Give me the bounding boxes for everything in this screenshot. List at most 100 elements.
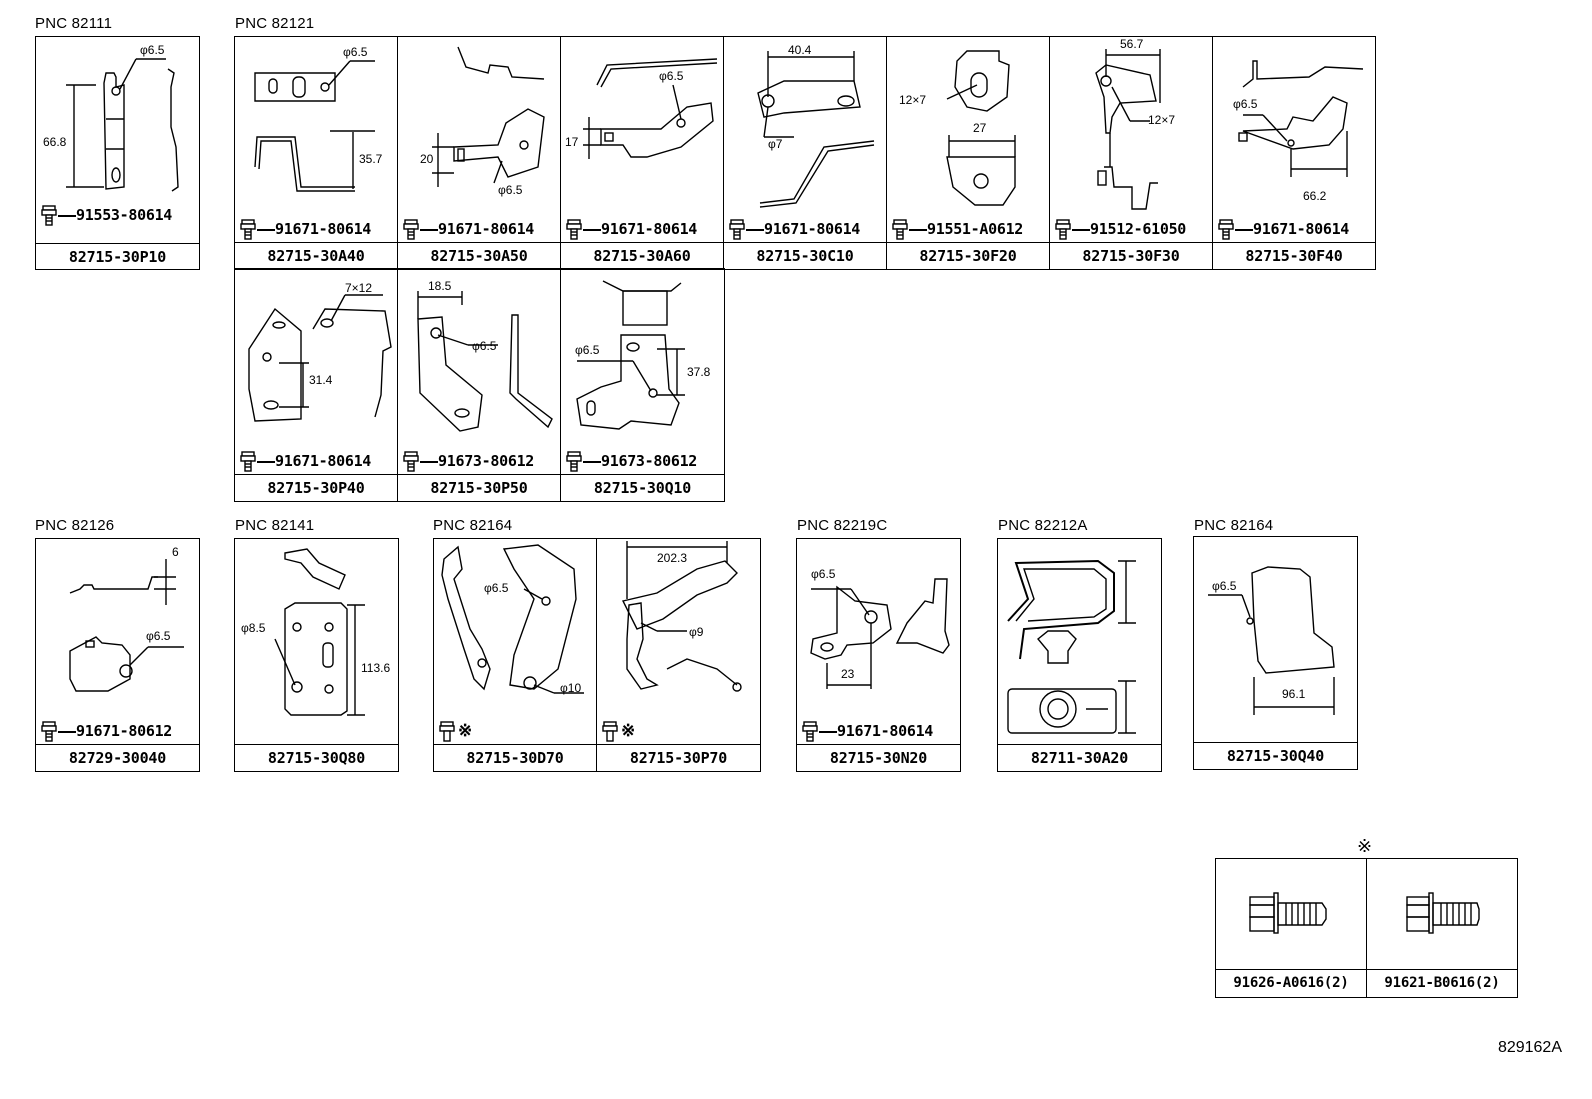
part-cell-82715-30A50[interactable]: 20 φ6.5 91671-80614 82715-30A50 [398,37,561,269]
part-box-82711-30A20[interactable]: 82711-30A20 [997,538,1162,772]
dim-hole: φ6.5 [146,629,171,643]
dim-length: 37.8 [687,365,711,379]
part-box-82715-30Q80[interactable]: φ8.5 113.6 82715-30Q80 [234,538,399,772]
dim-length: 66.8 [43,135,67,149]
part-number[interactable]: 82715-30N20 [797,744,960,772]
dim-width: 17 [565,135,579,149]
dim-hole: φ6.5 [343,45,368,59]
dim-hole: φ6.5 [498,183,523,197]
bolt-part-number: 91671-80614 [764,220,861,238]
legend-part-number[interactable]: 91626-A0616(2) [1216,969,1366,998]
bolt-icon [439,721,455,742]
bracket-drawing [248,294,392,422]
part-cell-82715-30P70[interactable]: 202.3 φ9 ※ 82715-30P70 [597,539,760,771]
dim-hole: φ6.5 [140,43,165,57]
dim-hole: φ6.5 [1233,97,1258,111]
bolt-row: 91551-A0612 [887,219,1049,241]
dim-hole: φ6.5 [659,69,684,83]
bolt-row: 91671-80614 [235,219,397,241]
part-number[interactable]: 82715-30Q40 [1194,742,1357,770]
part-number[interactable]: 82715-30A50 [398,242,560,270]
dim-length: 40.4 [788,43,812,57]
part-number[interactable]: 82715-30P50 [398,474,560,502]
bolt-part-number: 91673-80612 [438,452,535,470]
bolt-icon [1406,892,1480,934]
bracket-drawing [441,544,584,694]
part-number[interactable]: 82715-30F40 [1213,242,1375,270]
part-cell-82715-30F30[interactable]: 56.7 12×7 91512-61050 82715-30F30 [1050,37,1213,269]
part-number[interactable]: 82715-30D70 [434,744,596,772]
pnc-label-82212A: PNC 82212A [998,517,1088,534]
note-mark: ※ [621,721,635,741]
part-cell-82715-30P50[interactable]: 18.5 φ6.5 91673-80612 82715-30P50 [398,269,561,501]
bracket-drawing [810,578,950,689]
dim-hole: φ8.5 [241,621,266,635]
dim-length: 31.4 [309,373,333,387]
note-mark: ※ [458,721,472,741]
bolt-part-number: 91671-80614 [837,722,934,740]
part-cell-82715-30P40[interactable]: 7×12 31.4 91671-80614 82715-30P40 [235,269,398,501]
part-number[interactable]: 82715-30Q10 [561,474,724,502]
part-group-82121-row2: 7×12 31.4 91671-80614 82715-30P40 18.5 φ… [234,268,725,502]
part-cell-82715-30A40[interactable]: φ6.5 35.7 91671-80614 82715-30A40 [235,37,398,269]
part-cell-82715-30F40[interactable]: φ6.5 66.2 91671-80614 82715-30F40 [1213,37,1375,269]
part-number[interactable]: 82715-30P40 [235,474,397,502]
bracket-drawing [576,280,685,430]
part-number[interactable]: 82715-30A60 [561,242,723,270]
dim-hole: φ9 [689,625,704,639]
part-number[interactable]: 82715-30P70 [597,744,760,772]
bracket-drawing [621,541,742,692]
bolt-part-number: 91671-80614 [438,220,535,238]
pnc-label-82121: PNC 82121 [235,15,315,32]
bolt-part-number: 91551-A0612 [927,220,1024,238]
part-number[interactable]: 82711-30A20 [998,744,1161,772]
bolt-part-number: 91671-80614 [601,220,698,238]
bolt-row: 91673-80612 [398,451,560,473]
dim-hole-large: φ10 [560,681,582,695]
dim-hole: φ6.5 [1212,579,1237,593]
part-box-82715-30N20[interactable]: φ6.5 23 91671-80614 82715-30N20 [796,538,961,772]
part-number[interactable]: 82715-30C10 [724,242,886,270]
part-cell-82715-30A60[interactable]: φ6.5 17 91671-80614 82715-30A60 [561,37,724,269]
part-cell-82715-30F20[interactable]: 12×7 27 91551-A0612 82715-30F20 [887,37,1050,269]
bracket-drawing [757,51,875,208]
bolt-icon [1249,892,1327,934]
diagram-id: 829162A [1497,1039,1562,1056]
bolt-row: 91553-80614 [36,205,199,227]
legend-part-number[interactable]: 91621-B0616(2) [1367,969,1517,998]
dim-hole: φ6.5 [811,567,836,581]
dim-length: 66.2 [1303,189,1327,203]
part-cell-82715-30Q10[interactable]: φ6.5 37.8 91673-80612 82715-30Q10 [561,269,724,501]
dim-length: 56.7 [1120,37,1144,51]
dim-width: 27 [973,121,987,135]
part-number[interactable]: 82715-30A40 [235,242,397,270]
part-number[interactable]: 82729-30040 [36,744,199,772]
part-cell-82715-30D70[interactable]: φ6.5 φ10 ※ 82715-30D70 [434,539,597,771]
bolt-part-number: 91671-80614 [275,220,372,238]
dim-width: 18.5 [428,279,452,293]
part-box-82715-30P10[interactable]: φ6.5 66.8 91553-80614 82715-30P10 [35,36,200,270]
pnc-label-82126: PNC 82126 [35,517,115,534]
part-number[interactable]: 82715-30Q80 [235,744,398,772]
part-cell-82715-30C10[interactable]: 40.4 φ7 91671-80614 82715-30C10 [724,37,887,269]
part-box-82715-30Q40[interactable]: φ6.5 96.1 82715-30Q40 [1193,536,1358,770]
bolt-row: 91673-80612 [561,451,724,473]
bolt-part-number: 91553-80614 [76,206,173,224]
part-box-82729-30040[interactable]: 6 φ6.5 91671-80612 82729-30040 [35,538,200,772]
pnc-label-82164-b: PNC 82164 [1194,517,1274,534]
part-number[interactable]: 82715-30P10 [36,243,199,271]
bolt-part-number: 91673-80612 [601,452,698,470]
bolt-part-number: 91671-80612 [76,722,173,740]
legend-item-91626-A0616[interactable]: 91626-A0616(2) [1216,859,1367,997]
bolt-row: ※ [597,721,760,743]
bolt-row: 91671-80612 [36,721,199,743]
dim-slot: 7×12 [345,281,373,295]
dim-hole: φ6.5 [575,343,600,357]
part-number[interactable]: 82715-30F20 [887,242,1049,270]
note-mark-legend: ※ [1357,836,1373,856]
dim-hole: φ7 [768,137,783,151]
pnc-label-82141: PNC 82141 [235,517,315,534]
bracket-drawing [66,58,179,192]
part-number[interactable]: 82715-30F30 [1050,242,1212,270]
legend-item-91621-B0616[interactable]: 91621-B0616(2) [1367,859,1517,997]
